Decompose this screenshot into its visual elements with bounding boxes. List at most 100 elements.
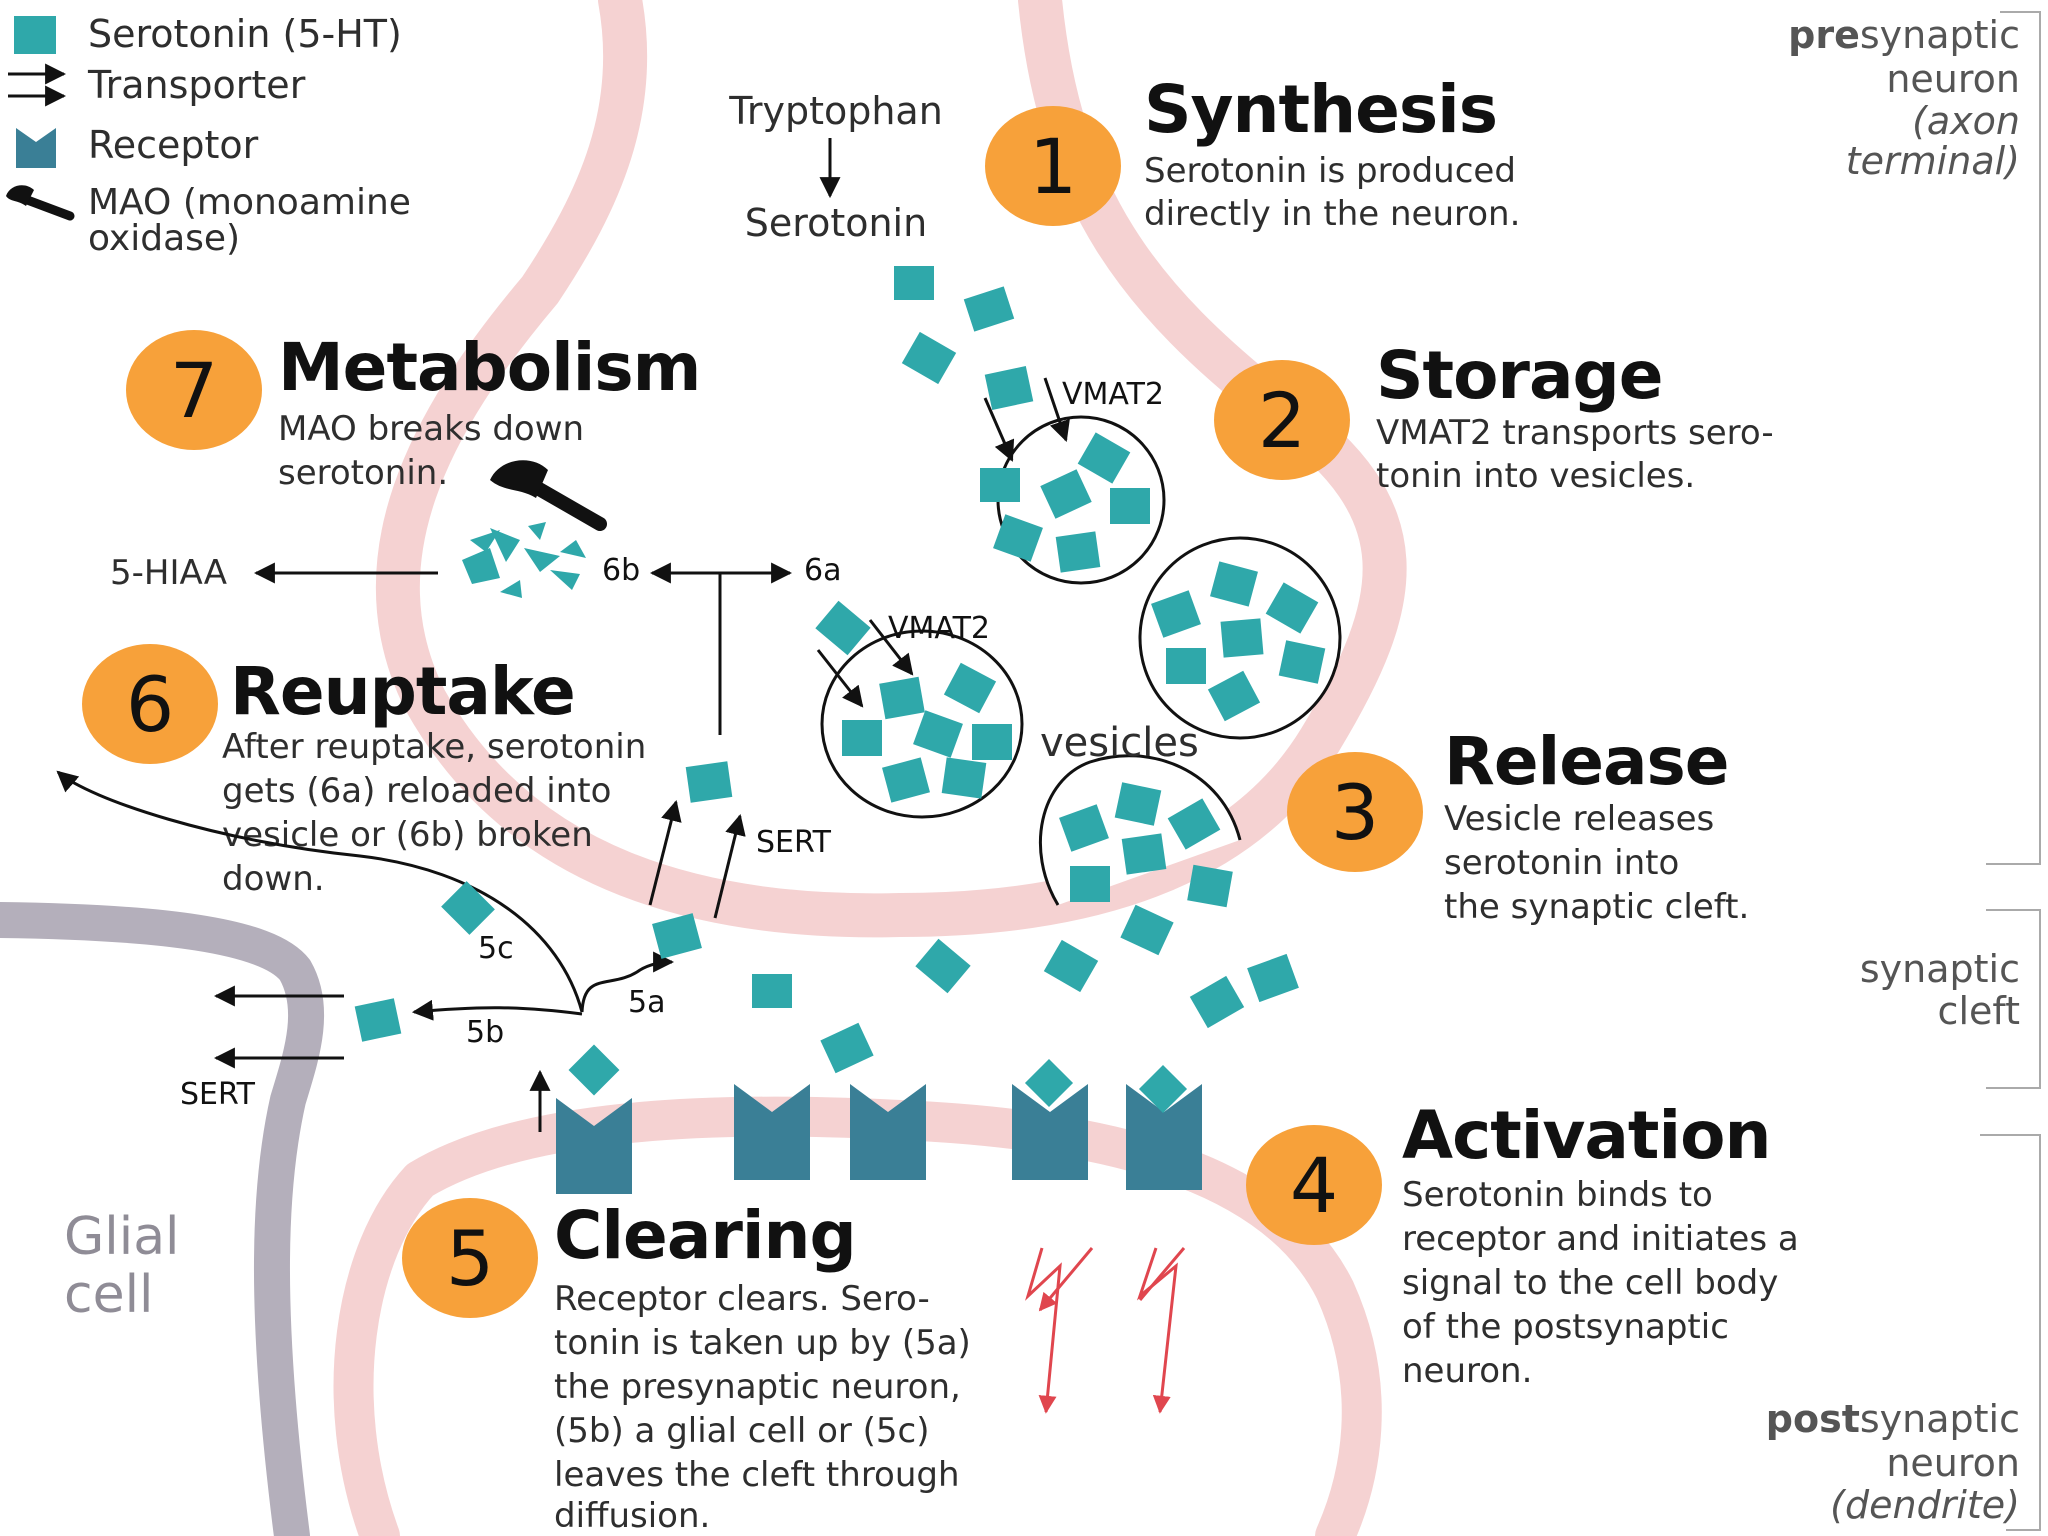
side-labels: presynaptic neuron (axon terminal) synap… [1766,13,2020,1527]
serotonin-molecule [1210,561,1258,607]
sert-arrow [713,813,746,919]
serotonin-molecule [1055,531,1101,573]
serotonin-molecule [980,468,1020,502]
serotonin-molecule [815,600,871,656]
svg-text:3: 3 [1331,768,1379,857]
postsynaptic-label: postsynaptic [1766,1397,2020,1441]
step-4-desc: receptor and initiates a [1402,1219,1799,1259]
step-1-badge: 1 [985,106,1121,226]
glial-cell-label: cell [64,1265,153,1325]
step-5-badge: 5 [402,1198,538,1318]
step-2-badge: 2 [1214,360,1350,480]
step-3-title: Release [1444,723,1729,800]
serotonin-molecule [879,676,925,720]
step-5-desc: diffusion. [554,1496,710,1536]
step-5-desc: tonin is taken up by (5a) [554,1323,971,1363]
serotonin-molecule [1151,590,1201,638]
tryptophan-label: Tryptophan [728,89,943,133]
legend-mao-label-1: MAO (monoamine [88,182,411,223]
step-6-title: Reuptake [230,653,575,730]
serotonin-molecule [901,331,957,385]
vmat2-label: VMAT2 [1062,377,1164,412]
step-2-desc: tonin into vesicles. [1376,456,1695,496]
serotonin-molecule [963,286,1015,332]
legend-serotonin-icon [14,16,56,54]
svg-text:7: 7 [170,346,218,435]
serotonin-molecule [652,913,702,959]
serotonin-molecule [1220,618,1264,658]
serotonin-molecule [984,366,1034,410]
5hiaa-label: 5-HIAA [110,553,227,593]
step-7-badge: 7 [126,330,262,450]
serotonin-molecule [1265,582,1319,634]
svg-text:4: 4 [1290,1141,1338,1230]
serotonin-molecule [943,662,997,714]
postsynaptic-neuron-label: neuron [1886,1441,2020,1485]
vmat2-arrow [868,619,914,676]
synaptic-cleft-label-1: synaptic [1860,947,2020,991]
postsynaptic-bracket [1980,1134,2041,1531]
terminal-label: terminal) [1846,139,2020,183]
glial-cell-label: Glial [64,1207,180,1267]
signal-bolt [1136,1247,1178,1414]
vmat2-label: VMAT2 [888,611,990,646]
serotonin-molecule [685,761,733,803]
step-6-badge: 6 [82,644,218,764]
step-6-desc: gets (6a) reloaded into [222,771,611,811]
glial-cell-membrane [0,902,325,1536]
serotonin-molecule [1120,904,1174,956]
serotonin-molecule [1166,648,1206,684]
step-1-title: Synthesis [1144,71,1497,148]
serotonin-molecule [1207,670,1261,722]
sert-arrow [648,799,682,906]
legend-mao-label-2: oxidase) [88,218,240,259]
vmat2-arrow [983,397,1015,462]
glial-sert-label: SERT [180,1077,256,1112]
signal-bolt [1025,1247,1062,1414]
serotonin-molecule [913,710,963,758]
step-5-desc: (5b) a glial cell or (5c) [554,1411,930,1451]
cleft-bracket [1986,909,2041,1089]
serotonin-molecule [941,757,987,799]
step-4-badge: 4 [1246,1125,1382,1245]
serotonin-molecule [842,720,882,756]
step-4-desc: neuron. [1402,1351,1532,1391]
serotonin-molecule [882,757,930,803]
svg-text:5: 5 [446,1214,494,1303]
step-4-desc: of the postsynaptic [1402,1307,1729,1347]
legend: Serotonin (5-HT) Transporter Receptor MA… [6,12,411,259]
mao-hammer-icon [490,460,607,531]
serotonin-molecule [1189,975,1245,1029]
step-2-title: Storage [1376,337,1663,414]
vmat2-arrow [1043,377,1070,442]
presynaptic-label: presynaptic [1788,13,2020,57]
step-1-desc: Serotonin is produced [1144,151,1516,191]
step-7-desc: MAO breaks down [278,409,584,449]
step-5-title: Clearing [554,1197,856,1274]
svg-text:6: 6 [126,660,174,749]
serotonin-molecule [894,266,934,300]
serotonin-molecule [568,1044,620,1096]
serotonin-molecule [1114,782,1162,826]
label-5c: 5c [478,931,514,966]
serotonin-molecule [915,938,971,994]
step-5-desc: the presynaptic neuron, [554,1367,961,1407]
sert-label: SERT [756,825,832,860]
step-3-desc: Vesicle releases [1444,799,1714,839]
svg-text:1: 1 [1029,122,1077,211]
legend-transporter-label: Transporter [87,63,306,107]
label-5a: 5a [628,985,665,1020]
step-7-desc: serotonin. [278,453,448,493]
vesicles-label: vesicles [1040,720,1199,766]
step-3-badge: 3 [1287,752,1423,872]
signal-bolt [1038,1247,1094,1312]
label-5b: 5b [466,1015,504,1050]
serotonin-molecule [1043,939,1099,993]
serotonin-molecule [1059,804,1109,852]
label-6a: 6a [804,553,841,588]
serotonin-molecule [1247,953,1299,1003]
path-5c [56,770,584,1013]
step-6-desc: After reuptake, serotonin [222,727,646,767]
serotonin-label: Serotonin [745,201,927,245]
